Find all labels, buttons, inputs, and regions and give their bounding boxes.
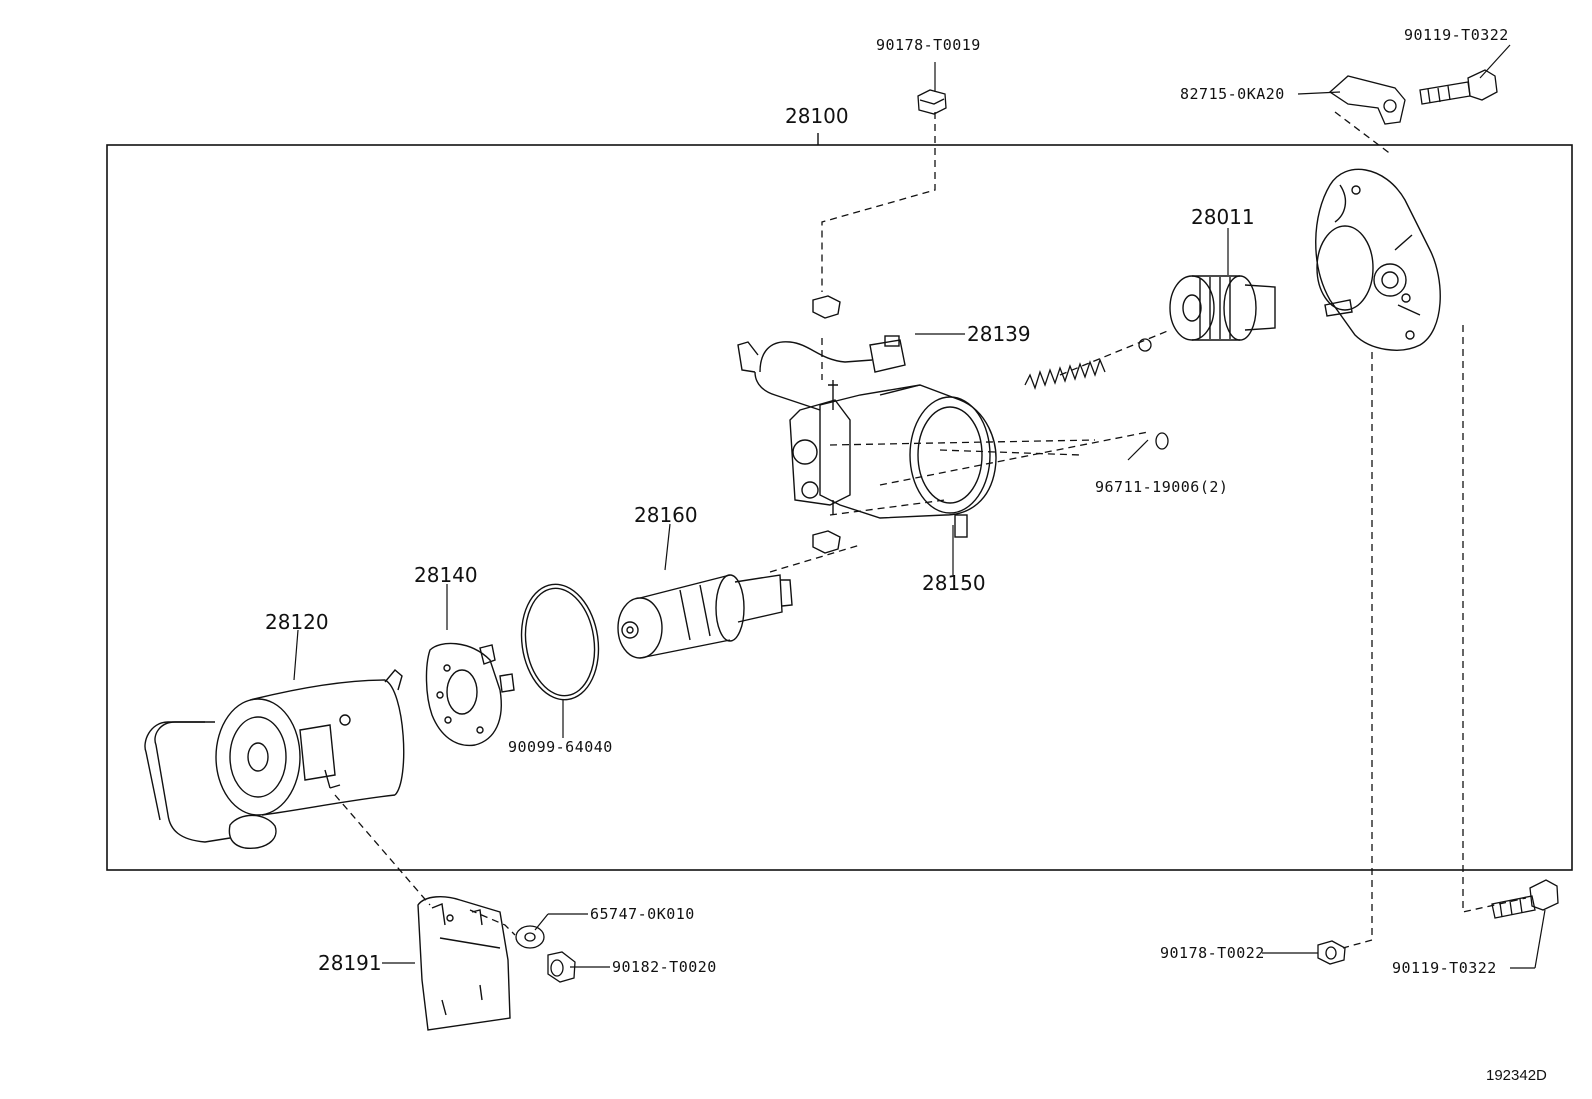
label-90119-T0322-bottom: 90119-T0322: [1392, 959, 1497, 977]
label-28120: 28120: [265, 610, 329, 634]
nut-90182: [547, 951, 576, 983]
assembly-frame: [106, 144, 1573, 871]
nut-90178-T0022: [1317, 940, 1346, 965]
label-28139: 28139: [967, 322, 1031, 346]
starter-clutch: [1169, 275, 1276, 341]
plunger: [617, 574, 793, 659]
label-82715-0KA20: 82715-0KA20: [1180, 85, 1285, 103]
label-28160: 28160: [634, 503, 698, 527]
figure-code: 192342D: [1486, 1067, 1547, 1084]
nut-top: [917, 89, 947, 115]
label-90099-64040: 90099-64040: [508, 738, 613, 756]
drive-end-housing: [1315, 168, 1441, 351]
label-assembly-28100: 28100: [785, 104, 849, 128]
label-90119-T0322-top: 90119-T0322: [1404, 26, 1509, 44]
washer: [515, 925, 545, 949]
label-28011: 28011: [1191, 205, 1255, 229]
leader-lines: [293, 44, 1546, 969]
label-90178-T0022: 90178-T0022: [1160, 944, 1265, 962]
field-yoke: [144, 669, 405, 849]
o-ring: [520, 583, 600, 701]
magnetic-switch-assembly: [737, 295, 997, 554]
return-spring: [1024, 358, 1106, 390]
label-65747-0K010: 65747-0K010: [590, 905, 695, 923]
label-28140: 28140: [414, 563, 478, 587]
bolt-top: [1419, 69, 1498, 105]
bolt-bottom: [1491, 879, 1559, 919]
label-28191: 28191: [318, 951, 382, 975]
steel-ball-top: [1138, 338, 1152, 352]
bracket-82715: [1328, 75, 1406, 125]
label-28150: 28150: [922, 571, 986, 595]
steel-ball: [1155, 432, 1169, 450]
brush-holder: [425, 642, 515, 747]
dashed-connectors: [334, 111, 1527, 949]
label-96711-19006: 96711-19006(2): [1095, 478, 1229, 496]
label-90178-T0019: 90178-T0019: [876, 36, 981, 54]
label-90182-T0020: 90182-T0020: [612, 958, 717, 976]
bracket-28191: [417, 896, 511, 1031]
